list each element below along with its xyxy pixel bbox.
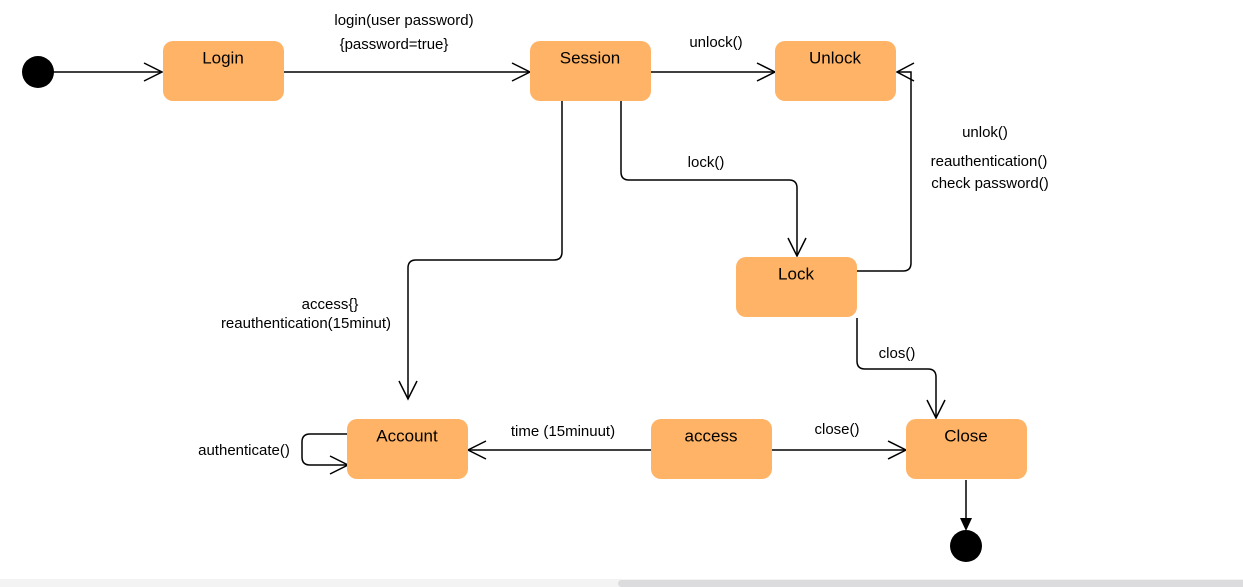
state-label: Unlock [809,48,861,67]
state-access[interactable]: access [651,419,772,479]
label-lock-unlock-1: unlok() [962,124,1008,141]
state-label: Lock [778,264,814,283]
edge-lock-close [856,318,937,418]
state-label: Account [376,426,438,445]
initial-node [22,56,54,88]
label-session-account-2: reauthentication(15minut) [221,315,391,332]
edge-session-account [407,101,563,399]
label-session-lock: lock() [688,154,725,171]
state-box [347,419,468,479]
edge-account-self [301,433,348,466]
horizontal-scrollbar[interactable] [618,580,1243,587]
arrowhead-initial-login [143,62,164,82]
state-box [736,257,857,317]
arrowhead-close-final [960,518,972,531]
label-session-unlock: unlock() [689,34,742,51]
arrowhead-session-lock [787,237,807,258]
label-access-close: close() [814,421,859,438]
final-node [950,530,982,562]
label-access-account: time (15minuut) [511,423,615,440]
state-box [775,41,896,101]
arrowhead-lock-close [926,399,946,420]
state-box [163,41,284,101]
state-close[interactable]: Close [906,419,1027,479]
label-lock-unlock-2: reauthentication() [931,153,1048,170]
state-lock[interactable]: Lock [736,257,857,317]
state-label: access [685,426,738,445]
label-account-self: authenticate() [198,442,290,459]
arrowhead-session-account [398,380,418,401]
state-box [530,41,651,101]
label-lock-unlock-3: check password() [931,175,1049,192]
label-session-account-1: access{} [302,296,359,313]
arrowhead-lock-unlock [895,62,915,82]
label-lock-close: clos() [879,345,916,362]
state-session[interactable]: Session [530,41,651,101]
state-box [906,419,1027,479]
edge-lock-unlock [857,71,912,272]
state-account[interactable]: Account [347,419,468,479]
label-login-session-2: {password=true} [340,36,449,53]
state-label: Login [202,48,244,67]
state-box [651,419,772,479]
label-login-session-1: login(user password) [334,12,473,29]
state-unlock[interactable]: Unlock [775,41,896,101]
state-login[interactable]: Login [163,41,284,101]
state-label: Close [944,426,987,445]
state-label: Session [560,48,620,67]
edge-session-lock [620,101,798,256]
